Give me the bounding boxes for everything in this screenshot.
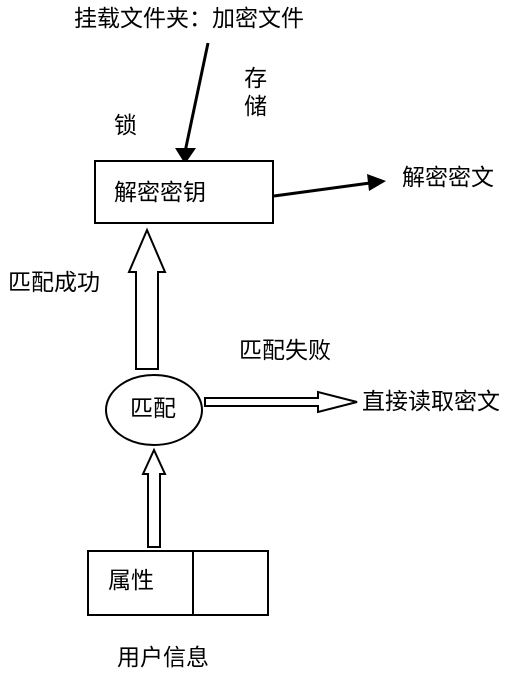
match-fail-arrow	[204, 390, 358, 414]
direct-read-label: 直接读取密文	[362, 389, 500, 415]
top-label: 挂载文件夹：加密文件	[74, 6, 304, 32]
match-node	[105, 374, 203, 446]
store-arrow	[183, 42, 210, 153]
attribute-label: 属性	[108, 568, 154, 594]
match-node-label: 匹配	[130, 396, 176, 422]
attribute-arrow	[141, 447, 167, 548]
match-fail-label: 匹配失败	[239, 338, 331, 364]
store-arrow-head	[175, 148, 196, 164]
decrypt-arrow	[273, 181, 371, 198]
user-info-label: 用户信息	[117, 645, 209, 671]
match-success-label: 匹配成功	[8, 270, 100, 296]
key-box	[94, 160, 274, 224]
key-box-label: 解密密钥	[114, 180, 206, 206]
decrypt-output-label: 解密密文	[402, 165, 494, 191]
decrypt-arrow-head	[367, 174, 386, 191]
match-success-arrow	[127, 227, 167, 370]
store-label: 存储	[244, 66, 268, 120]
lock-label: 锁	[114, 113, 137, 139]
attribute-box	[87, 550, 269, 616]
